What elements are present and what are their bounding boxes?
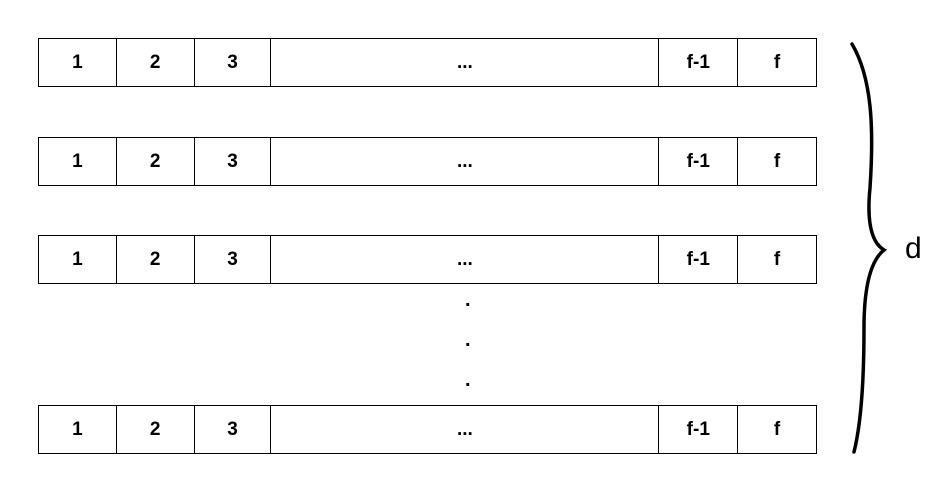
cell-ellipsis: ... <box>271 236 660 283</box>
cell-f: f <box>773 248 781 270</box>
cell-2: 2 <box>117 39 195 86</box>
cell-f-minus-1: f-1 <box>659 138 739 185</box>
cell-2: 2 <box>117 138 195 185</box>
brace-label: d <box>905 232 922 265</box>
cell-ellipsis: ... <box>271 138 660 185</box>
cell-f: f <box>773 418 781 440</box>
cell-ellipsis: ... <box>271 406 660 453</box>
cell-1: 1 <box>39 406 117 453</box>
right-curly-brace <box>850 42 888 454</box>
vertical-ellipsis-dot: . <box>465 289 471 311</box>
cell-f-minus-1: f-1 <box>659 236 739 283</box>
vertical-ellipsis-dot: . <box>465 369 471 391</box>
cell-3: 3 <box>195 138 272 185</box>
cell-3: 3 <box>195 39 272 86</box>
feature-row: 1 2 3 ... f-1 f <box>38 38 817 87</box>
cell-f: f <box>773 150 781 172</box>
cell-1: 1 <box>39 138 117 185</box>
cell-ellipsis: ... <box>271 39 660 86</box>
feature-row: 1 2 3 ... f-1 f <box>38 137 817 186</box>
feature-row: 1 2 3 ... f-1 f <box>38 405 817 454</box>
brace-path <box>850 42 888 454</box>
feature-row: 1 2 3 ... f-1 f <box>38 235 817 284</box>
cell-2: 2 <box>117 406 195 453</box>
cell-2: 2 <box>117 236 195 283</box>
cell-f-minus-1: f-1 <box>659 39 739 86</box>
cell-f: f <box>773 51 781 73</box>
vertical-ellipsis-dot: . <box>465 329 471 351</box>
cell-3: 3 <box>195 406 272 453</box>
cell-f-minus-1: f-1 <box>659 406 739 453</box>
cell-1: 1 <box>39 39 117 86</box>
cell-1: 1 <box>39 236 117 283</box>
cell-3: 3 <box>195 236 272 283</box>
